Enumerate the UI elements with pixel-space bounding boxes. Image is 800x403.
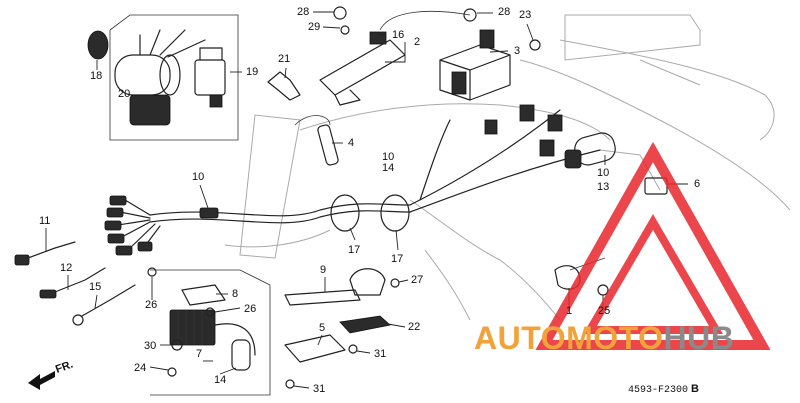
callout-c7: 7 bbox=[196, 348, 202, 360]
frame-outline bbox=[224, 14, 791, 321]
starter-relay bbox=[564, 132, 616, 169]
ignition-coil bbox=[319, 10, 471, 106]
callout-c30: 30 bbox=[144, 340, 156, 352]
inset-box-regulator bbox=[150, 269, 271, 396]
callout-c15: 15 bbox=[89, 281, 101, 293]
callout-c6: 6 bbox=[694, 178, 700, 190]
watermark-part-1: AUTOMOTO bbox=[474, 320, 664, 356]
callout-c12: 12 bbox=[60, 262, 72, 274]
main-wire-harness bbox=[104, 104, 601, 256]
resistor-unit bbox=[339, 315, 391, 334]
callout-c19: 19 bbox=[246, 66, 258, 78]
callout-c9: 9 bbox=[320, 264, 326, 276]
sub-harness-wires bbox=[14, 241, 136, 326]
band-clamp-left bbox=[330, 194, 360, 232]
callout-c2: 2 bbox=[414, 36, 420, 48]
callout-c31b: 31 bbox=[313, 383, 325, 395]
callout-c29: 29 bbox=[308, 21, 320, 33]
callout-c18: 18 bbox=[90, 70, 102, 82]
callout-c10b: 10 bbox=[192, 171, 204, 183]
battery-tray-bracket bbox=[284, 289, 361, 306]
front-direction-arrow: FR. bbox=[28, 358, 75, 390]
callout-c11: 11 bbox=[39, 215, 50, 227]
automotohub-watermark: AUTOMOTOHUB bbox=[474, 320, 734, 357]
spark-plug-cap bbox=[294, 115, 339, 166]
callout-c27: 27 bbox=[411, 274, 423, 286]
callout-c23: 23 bbox=[519, 9, 531, 21]
watermark-triangle bbox=[535, 141, 771, 350]
bolts bbox=[147, 6, 541, 389]
callout-c28a: 28 bbox=[297, 6, 309, 18]
battery-band bbox=[349, 268, 386, 296]
regulator-bracket bbox=[181, 284, 226, 306]
watermark-part-2: HUB bbox=[663, 320, 735, 356]
callout-c26a: 26 bbox=[145, 299, 157, 311]
callout-c17a: 17 bbox=[348, 244, 360, 256]
callout-c8: 8 bbox=[232, 288, 238, 300]
callout-c25: 25 bbox=[598, 305, 610, 317]
callout-c16: 16 bbox=[392, 29, 404, 41]
igniter-unit bbox=[439, 29, 511, 101]
callout-c4: 4 bbox=[348, 137, 354, 149]
callout-c10a: 10 bbox=[382, 151, 394, 163]
callout-c5: 5 bbox=[319, 322, 325, 334]
callout-c20: 20 bbox=[118, 88, 130, 100]
callout-c17b: 17 bbox=[391, 253, 403, 265]
leader-lines bbox=[45, 11, 688, 389]
callout-c14b: 14 bbox=[214, 374, 226, 386]
front-label: FR. bbox=[54, 358, 75, 375]
inset-box-ignition bbox=[109, 14, 239, 141]
ignition-switch bbox=[114, 29, 206, 126]
regulator-rectifier bbox=[169, 309, 256, 371]
callout-c28b: 28 bbox=[498, 6, 510, 18]
callout-c14a: 14 bbox=[382, 162, 394, 174]
callout-c3: 3 bbox=[514, 45, 520, 57]
key bbox=[267, 71, 301, 101]
band-clamp-right bbox=[380, 194, 410, 232]
seal-ring bbox=[87, 30, 109, 60]
callout-c31a: 31 bbox=[374, 348, 386, 360]
callout-c1: 1 bbox=[566, 305, 572, 317]
callout-c24: 24 bbox=[134, 362, 146, 374]
callout-c26b: 26 bbox=[244, 303, 256, 315]
steering-lock bbox=[194, 47, 226, 108]
callout-c10c: 10 bbox=[597, 167, 609, 179]
fuse-box bbox=[284, 334, 346, 363]
callout-c22: 22 bbox=[408, 321, 420, 333]
callout-c13: 13 bbox=[597, 181, 609, 193]
callout-c21: 21 bbox=[278, 53, 290, 65]
